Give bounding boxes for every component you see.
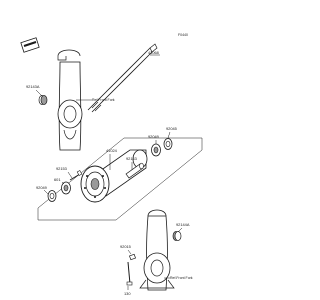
label-ref-front-fork-upper: Ref.Front Fork	[92, 98, 115, 102]
label-nut-lower: 92015	[120, 244, 131, 249]
collar-upper-left	[38, 95, 48, 105]
collar-lower-right	[172, 231, 182, 241]
label-axle: 41068	[148, 50, 159, 55]
disc-bolt	[69, 170, 83, 181]
leader-collar-lower	[177, 227, 183, 233]
leader-collar-upper	[35, 89, 43, 97]
collar-center	[125, 162, 144, 179]
exploded-parts-diagram: F0440 41068 92143A Ref.Front Fork	[20, 33, 203, 296]
front-axle	[87, 43, 158, 113]
wheel-hub	[80, 149, 148, 203]
oil-seal-left	[47, 190, 57, 202]
label-collar-upper-left: 92143A	[26, 84, 40, 89]
front-fork-upper	[57, 49, 83, 151]
label-bearing-left: 601	[54, 177, 61, 182]
label-ref-front-fork-lower: Ref.Front Fork	[170, 276, 193, 280]
diagram-code: F0440	[178, 33, 188, 37]
label-bolt-disc: 92153	[56, 166, 67, 171]
bearing-right	[151, 143, 161, 157]
pinch-bolt	[126, 261, 133, 286]
leader-bolt-disc	[67, 171, 73, 179]
leader-nut	[127, 249, 132, 255]
label-seal-left: 92049	[36, 185, 47, 190]
label-hub: 41024	[106, 148, 118, 153]
label-bolt-lower: 130	[124, 291, 131, 296]
leader-seal-right	[167, 131, 171, 139]
kawasaki-logo-badge	[20, 37, 40, 53]
label-collar-lower-right: 92144A	[176, 222, 190, 227]
label-collar-center: 92143	[126, 156, 137, 161]
hub-assembly-frame	[37, 137, 203, 221]
leader-bearing-left	[61, 181, 65, 185]
label-seal-right: 92049	[148, 134, 159, 139]
leader-seal-left	[43, 189, 49, 195]
pinch-nut	[129, 253, 136, 261]
front-fork-lower	[139, 209, 175, 291]
label-bearing-right: 92045	[166, 126, 177, 131]
bearing-left	[61, 181, 71, 195]
oil-seal-right	[163, 138, 173, 150]
